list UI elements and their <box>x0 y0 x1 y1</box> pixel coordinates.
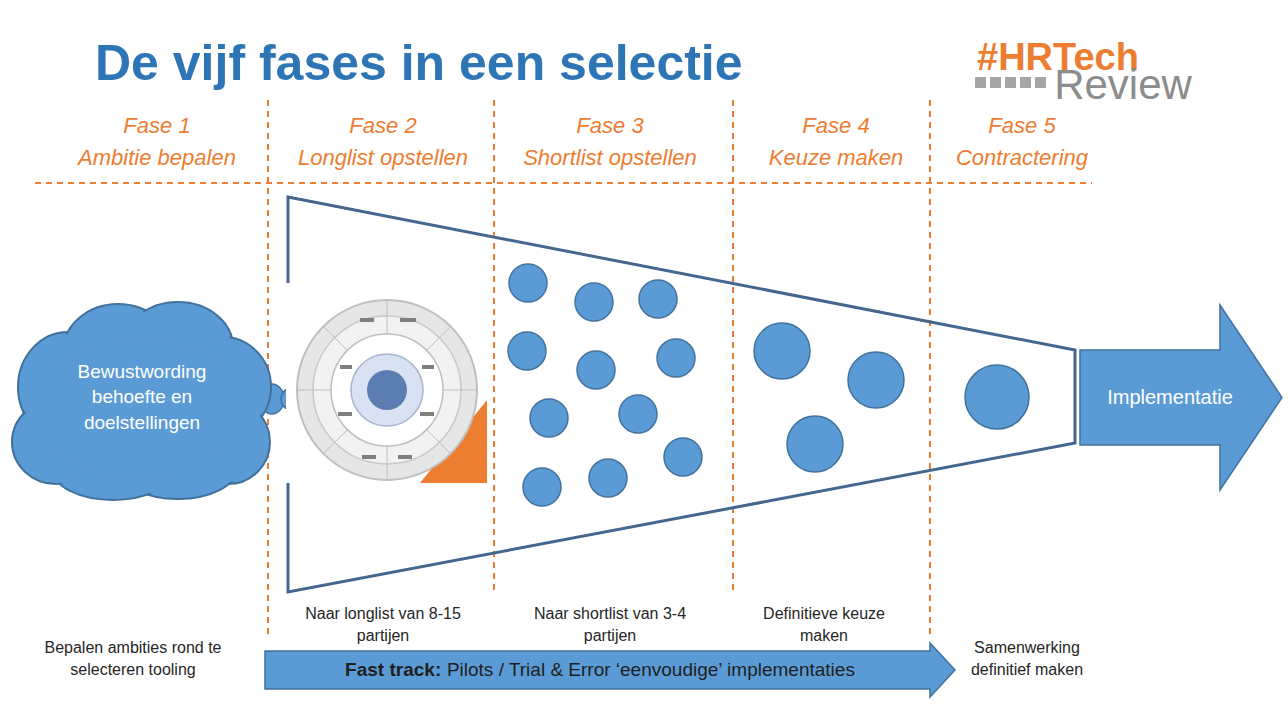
phase-number: Fase 4 <box>736 111 936 141</box>
longarrow-part <box>265 643 955 697</box>
node-label: Bewustwording behoefte en doelstellingen <box>78 361 207 433</box>
phase-number: Fase 1 <box>47 111 267 141</box>
fast-track-arrow: Fast track: Pilots / Trial & Error ‘eenvo… <box>265 643 955 697</box>
implementation-arrow: Implementatie <box>1080 305 1282 490</box>
vendor-wheel-image <box>286 283 487 483</box>
phase-number: Fase 2 <box>273 111 493 141</box>
phase-note: Samenwerking definitief maken <box>952 637 1102 680</box>
node-label: Implementatie <box>1107 386 1233 408</box>
phase-note: Bepalen ambities rond te selecteren tool… <box>33 637 233 680</box>
phase-note: Naar shortlist van 3-4 partijen <box>520 603 700 646</box>
phase-name: Shortlist opstellen <box>493 143 728 173</box>
diagram-title: De vijf fases in een selectie <box>95 36 743 91</box>
node-text: Implementatie <box>1107 384 1233 411</box>
phase-name: Ambitie bepalen <box>42 143 272 173</box>
node-text: Fast track: Pilots / Trial & Error ‘eenvo… <box>345 657 855 683</box>
phase-note: Definitieve keuze maken <box>759 603 889 646</box>
phase-name: Longlist opstellen <box>271 143 496 173</box>
phase-number: Fase 5 <box>932 111 1112 141</box>
selection-funnel <box>288 197 1075 592</box>
cloud-part <box>35 339 251 475</box>
need-cloud: Bewustwording behoefte en doelstellingen <box>8 292 276 502</box>
fast-track-heading: Fast track: <box>345 659 441 680</box>
phase-note: Naar longlist van 8-15 partijen <box>298 603 468 646</box>
bigarrow-part <box>1080 305 1282 490</box>
vendor-circles <box>508 264 1029 506</box>
node-text: Bewustwording behoefte en doelstellingen <box>55 359 230 436</box>
logo-squares <box>975 77 1046 88</box>
logo-text: Review <box>1043 57 1203 114</box>
phase-number: Fase 3 <box>495 111 725 141</box>
node-label: Pilots / Trial & Error ‘eenvoudige’ impl… <box>447 659 855 680</box>
phase-name: Keuze maken <box>736 143 936 173</box>
phase-name: Contractering <box>932 143 1112 173</box>
phase-dividers <box>35 100 1092 638</box>
